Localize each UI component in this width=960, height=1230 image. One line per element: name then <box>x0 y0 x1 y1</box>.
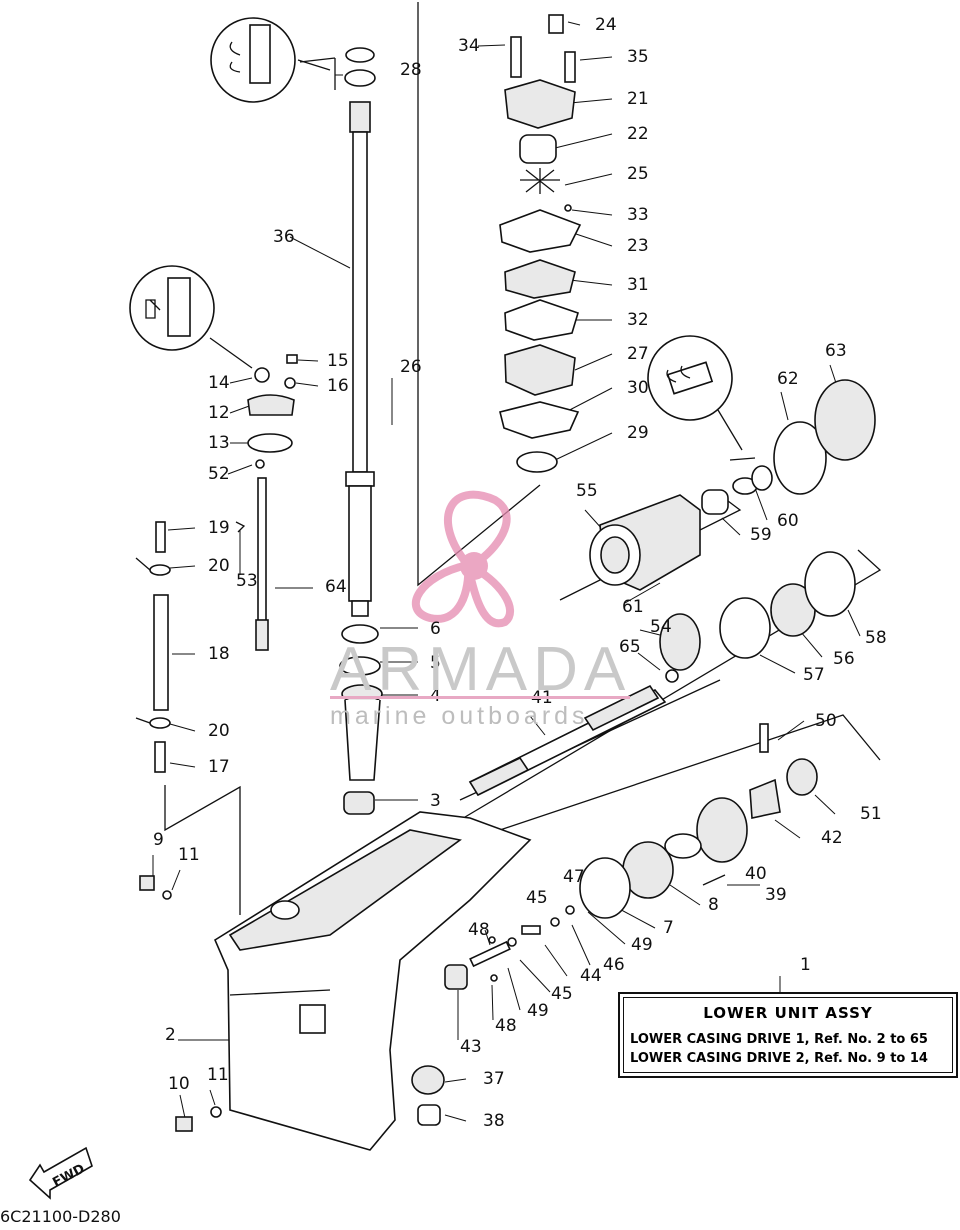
left-parts <box>135 354 298 1132</box>
callout-25: 25 <box>627 164 649 184</box>
callout-34: 34 <box>458 36 480 56</box>
callout-17: 17 <box>208 757 230 777</box>
callout-5: 5 <box>430 653 441 673</box>
callout-18: 18 <box>208 644 230 664</box>
legend-line-1: LOWER CASING DRIVE 1, Ref. No. 2 to 65 <box>630 1032 928 1047</box>
callout-59: 59 <box>750 525 772 545</box>
callout-24: 24 <box>595 15 617 35</box>
callout-60: 60 <box>777 511 799 531</box>
diagram-code: 6C21100-D280 <box>0 1207 121 1226</box>
callout-48: 48 <box>495 1016 517 1036</box>
callout-40: 40 <box>745 864 767 884</box>
callout-45: 45 <box>526 888 548 908</box>
lower-casing <box>213 811 532 1151</box>
legend-title: LOWER UNIT ASSY <box>703 1004 873 1022</box>
watermark-subtitle: marine outboards <box>330 702 589 730</box>
callout-54: 54 <box>650 617 672 637</box>
callout-38: 38 <box>483 1111 505 1131</box>
callout-13: 13 <box>208 433 230 453</box>
detail-magnifier-right <box>647 335 743 451</box>
callout-7: 7 <box>663 918 674 938</box>
legend-box: LOWER UNIT ASSY LOWER CASING DRIVE 1, Re… <box>618 992 958 1078</box>
callout-37: 37 <box>483 1069 505 1089</box>
water-pump-stack <box>499 14 582 473</box>
callout-8: 8 <box>708 895 719 915</box>
callout-31: 31 <box>627 275 649 295</box>
callout-2: 2 <box>165 1025 176 1045</box>
callout-53: 53 <box>236 571 258 591</box>
callout-26: 26 <box>400 357 422 377</box>
callout-56: 56 <box>833 649 855 669</box>
callout-10: 10 <box>168 1074 190 1094</box>
callout-45: 45 <box>551 984 573 1004</box>
callout-30: 30 <box>627 378 649 398</box>
callout-20: 20 <box>208 721 230 741</box>
callout-65: 65 <box>619 637 641 657</box>
callout-33: 33 <box>627 205 649 225</box>
shaft-housing-group <box>589 379 876 683</box>
callout-39: 39 <box>765 885 787 905</box>
callout-19: 19 <box>208 518 230 538</box>
leader-lines <box>152 21 861 1122</box>
callout-22: 22 <box>627 124 649 144</box>
callout-1: 1 <box>800 955 811 975</box>
propeller-shaft <box>468 684 667 797</box>
callout-52: 52 <box>208 464 230 484</box>
callout-48: 48 <box>468 920 490 940</box>
callout-32: 32 <box>627 310 649 330</box>
callout-28: 28 <box>400 60 422 80</box>
callout-9: 9 <box>153 830 164 850</box>
callout-11: 11 <box>207 1065 229 1085</box>
callout-50: 50 <box>815 711 837 731</box>
callout-16: 16 <box>327 376 349 396</box>
callout-27: 27 <box>627 344 649 364</box>
driveshaft <box>344 47 376 617</box>
callout-47: 47 <box>563 867 585 887</box>
watermark-underline <box>330 696 630 699</box>
callout-12: 12 <box>208 403 230 423</box>
callout-46: 46 <box>603 955 625 975</box>
callout-43: 43 <box>460 1037 482 1057</box>
watermark-brand: ARMADA <box>330 635 632 704</box>
callout-44: 44 <box>580 966 602 986</box>
callout-15: 15 <box>327 351 349 371</box>
callout-55: 55 <box>576 481 598 501</box>
watermark-propeller-icon <box>412 490 514 628</box>
callout-6: 6 <box>430 619 441 639</box>
callout-51: 51 <box>860 804 882 824</box>
detail-magnifier-top <box>210 17 331 103</box>
callout-63: 63 <box>825 341 847 361</box>
legend-line-2: LOWER CASING DRIVE 2, Ref. No. 9 to 14 <box>630 1051 928 1066</box>
callout-23: 23 <box>627 236 649 256</box>
callout-29: 29 <box>627 423 649 443</box>
detail-magnifier-left <box>129 265 253 369</box>
callout-42: 42 <box>821 828 843 848</box>
callout-58: 58 <box>865 628 887 648</box>
callout-49: 49 <box>631 935 653 955</box>
callout-21: 21 <box>627 89 649 109</box>
callout-64: 64 <box>325 577 347 597</box>
callout-36: 36 <box>273 227 295 247</box>
callout-3: 3 <box>430 791 441 811</box>
callout-11: 11 <box>178 845 200 865</box>
forward-gear-group <box>411 723 818 1126</box>
callout-62: 62 <box>777 369 799 389</box>
callout-57: 57 <box>803 665 825 685</box>
callout-20: 20 <box>208 556 230 576</box>
callout-14: 14 <box>208 373 230 393</box>
callout-49: 49 <box>527 1001 549 1021</box>
callout-61: 61 <box>622 597 644 617</box>
forward-direction-arrow: FWD <box>28 1146 93 1200</box>
callout-35: 35 <box>627 47 649 67</box>
